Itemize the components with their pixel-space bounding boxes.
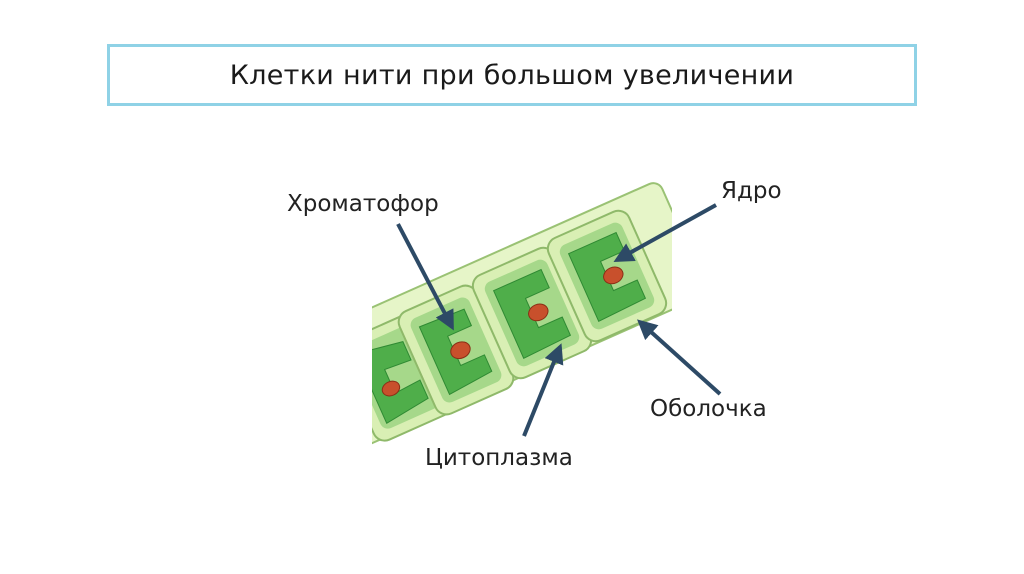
label-cell-wall: Оболочка — [650, 396, 767, 422]
label-chromatophore: Хроматофор — [287, 191, 439, 217]
filament — [293, 180, 709, 456]
arrow-cell-wall — [640, 322, 720, 394]
label-cytoplasm: Цитоплазма — [425, 445, 573, 471]
label-nucleus: Ядро — [721, 178, 782, 204]
